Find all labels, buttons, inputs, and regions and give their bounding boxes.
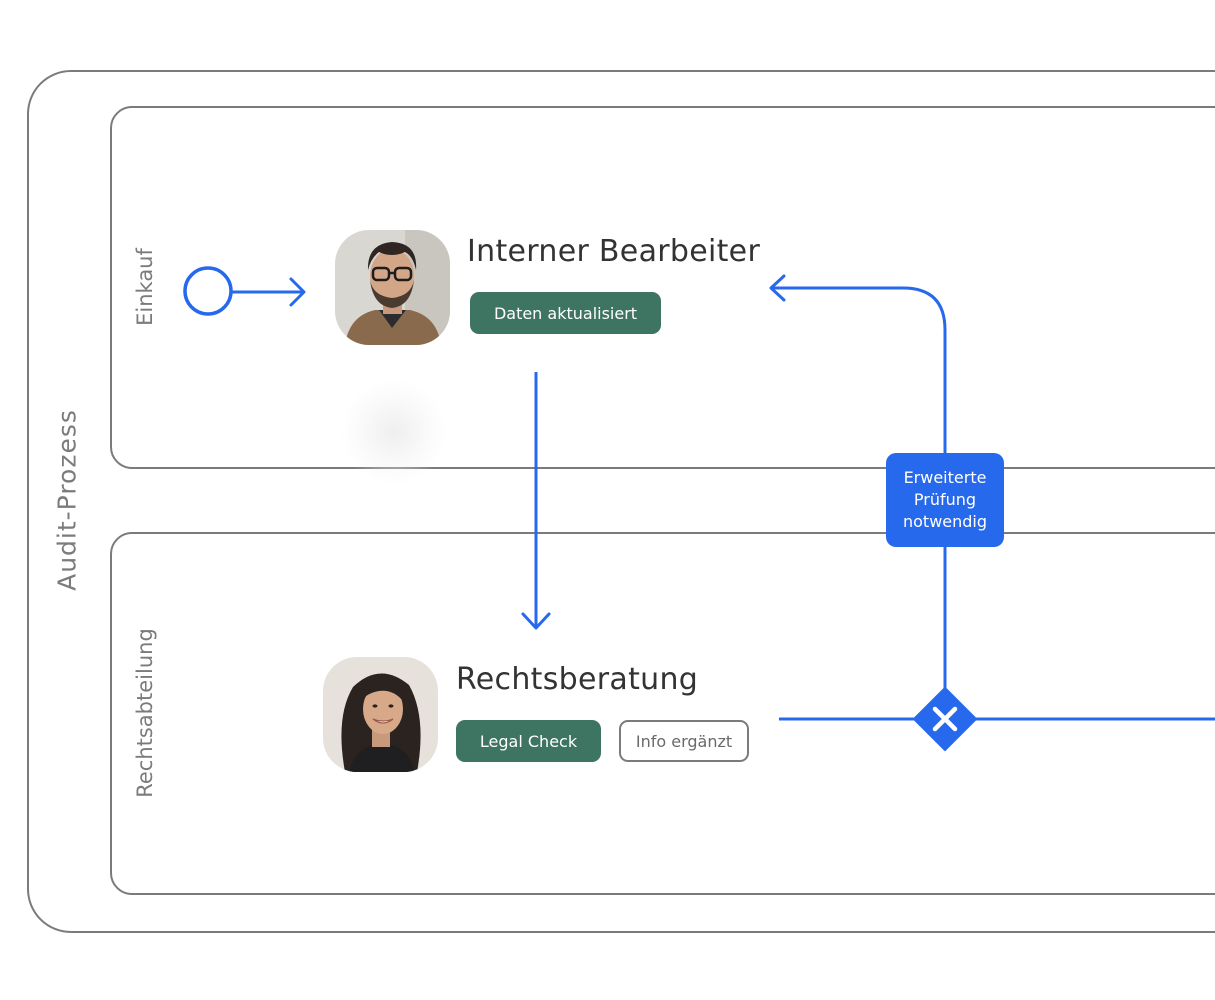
smiling-woman-avatar [323,657,438,772]
lane-rechtsabteilung [110,532,1215,895]
pool-audit-prozess [27,70,1215,933]
task-title-interner-bearbeiter: Interner Bearbeiter [467,234,761,269]
task-title-rechtsberatung: Rechtsberatung [456,662,699,697]
flow-label-erweiterte-pruefung[interactable]: Erweiterte Prüfung notwendig [886,453,1004,547]
lane-einkauf [110,106,1215,469]
exclusive-gateway-x-icon[interactable] [913,687,977,751]
arrowhead-left-icon [769,274,786,302]
badge-daten-aktualisiert[interactable]: Daten aktualisiert [470,292,661,334]
badge-legal-check[interactable]: Legal Check [456,720,601,762]
ghost-shadow [342,380,446,484]
arrowhead-right-icon [289,277,306,307]
flow-gateway-loop-back [772,286,947,700]
arrowhead-down-icon [521,612,551,630]
man-with-glasses-avatar [335,230,450,345]
start-event-circle-icon[interactable] [183,266,233,316]
badge-info-ergaenzt[interactable]: Info ergänzt [619,720,749,762]
